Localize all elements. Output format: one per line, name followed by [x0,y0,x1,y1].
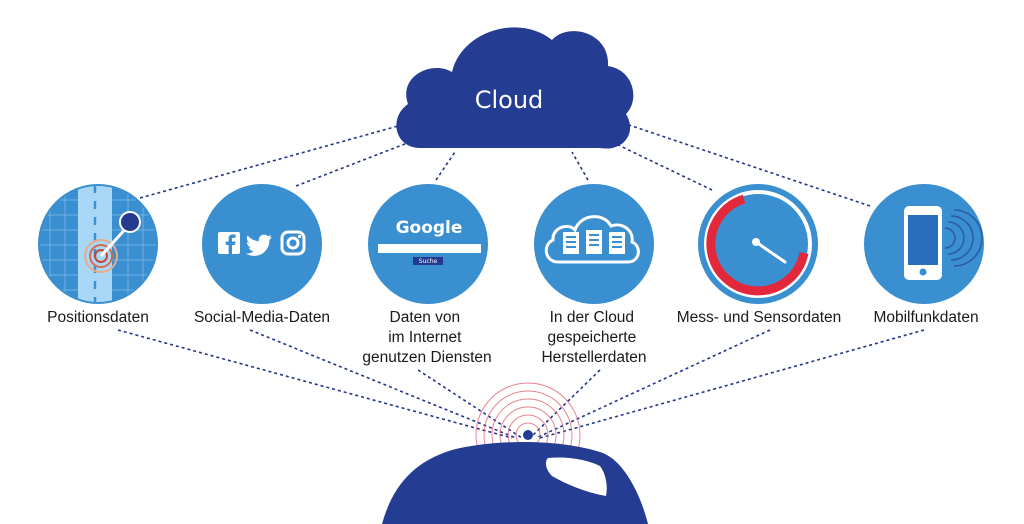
node-social-media: Social-Media-Daten [194,184,330,326]
google-search-icon: Google Suche [378,218,481,265]
social-label: Social-Media-Daten [194,309,330,326]
google-brand: Google [396,218,463,238]
cloud: Cloud [396,27,634,149]
connected-car-icon [382,382,648,524]
internet-label: Daten von im Internet genutzen Diensten [362,309,491,366]
smartphone-icon [904,206,983,280]
node-positionsdaten: Positionsdaten [38,184,158,326]
cloud-connectors [139,123,871,207]
positions-label: Positionsdaten [47,309,149,326]
node-manufacturer-data: In der Cloud gespeicherte Herstellerdate… [534,184,654,366]
node-internet-services: Google Suche Daten von im Internet genut… [362,184,492,366]
car-window [545,457,607,496]
cloud-documents-icon [544,215,640,264]
facebook-icon [218,232,240,254]
search-bar [378,244,481,253]
search-button [413,257,443,265]
mobile-label: Mobilfunkdaten [873,309,978,326]
cloud-label: Cloud [475,86,544,114]
car-connectors [117,329,925,439]
search-button-label: Suche [419,258,438,265]
gauge-icon [704,190,812,298]
instagram-icon [280,230,306,256]
sensor-label: Mess- und Sensordaten [677,309,842,326]
gauge-red-arc [706,194,809,296]
cloud-shape [396,27,634,149]
node-sensor-data: Mess- und Sensordaten [677,184,842,326]
node-mobile-data: Mobilfunkdaten [864,184,984,326]
twitter-icon [245,234,272,256]
social-media-icon [218,230,306,256]
antenna-dot [523,430,533,440]
car-body [382,442,648,524]
manufacturer-label: In der Cloud gespeicherte Herstellerdate… [541,309,646,366]
